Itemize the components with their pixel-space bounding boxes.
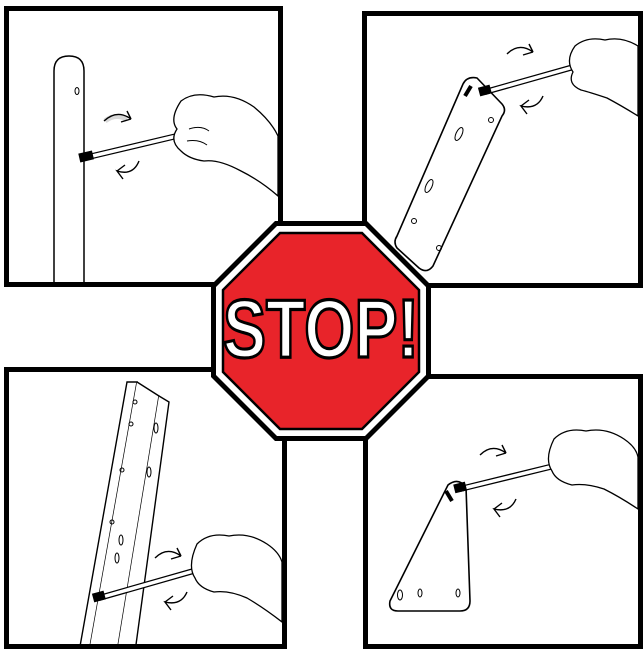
stop-sign-icon	[211, 221, 431, 441]
